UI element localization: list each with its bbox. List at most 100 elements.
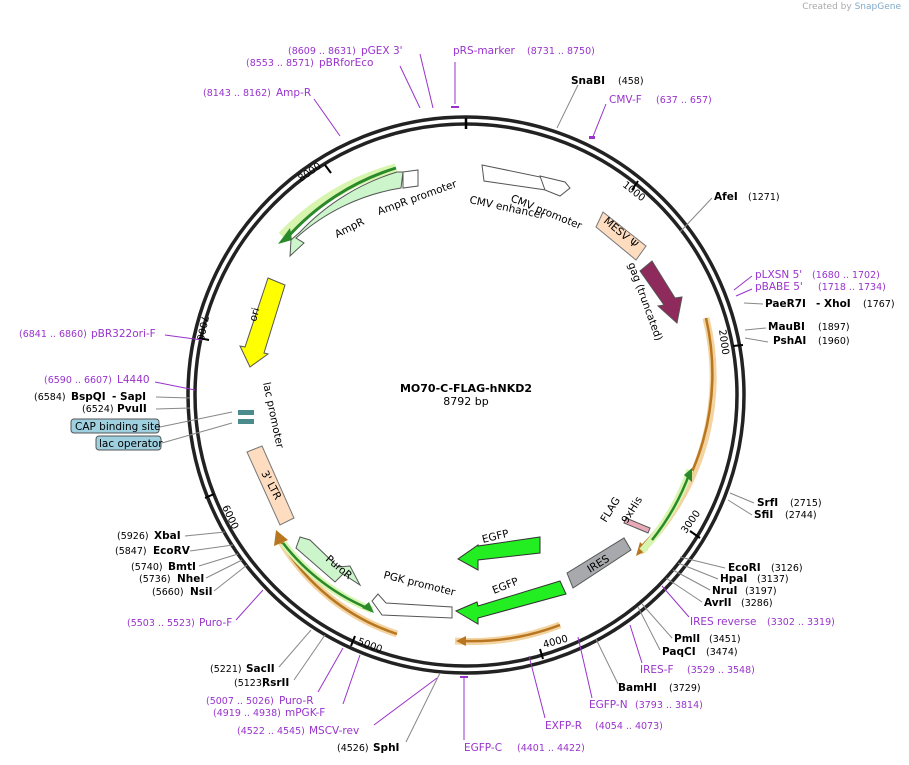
site-maubi-pos: (1897) (818, 322, 850, 333)
primer-labels: pRS-marker (8731 .. 8750) CMV-F (637 .. … (19, 45, 886, 754)
site-sphi: SphI (373, 742, 399, 754)
primer-pbrforeco-range: (8553 .. 8571) (246, 58, 314, 69)
primer-pbabe: pBABE 5' (755, 281, 803, 293)
credit: Created by SnapGene (802, 2, 901, 12)
site-maubi: MauBI (768, 321, 805, 333)
brand-text: SnapGene (854, 2, 901, 12)
site-nrui: NruI (712, 585, 737, 597)
primer-amp-r-range: (8143 .. 8162) (203, 88, 271, 99)
site-hpai-pos: (3137) (757, 574, 789, 585)
site-pmli: PmlI (674, 633, 700, 645)
site-bamhi: BamHI (618, 682, 657, 694)
primer-plxsn: pLXSN 5' (755, 269, 802, 281)
primer-mscv-rev-range: (4522 .. 4545) (237, 726, 305, 737)
site-nrui-pos: (3197) (745, 586, 777, 597)
his-label: 9xHis (619, 494, 645, 525)
egfp1-feature (457, 536, 541, 571)
ampr-feature (289, 171, 404, 258)
site-sphi-pos: (4526) (337, 743, 369, 754)
site-sacii-pos: (5221) (210, 664, 242, 675)
primer-pgex: pGEX 3' (361, 45, 403, 57)
primer-mpgk-f-range: (4919 .. 4938) (213, 708, 281, 719)
site-xhoi: - XhoI (816, 298, 851, 310)
ampr-promoter-feature (402, 169, 419, 189)
ori-feature (239, 277, 286, 368)
ampr-line (284, 166, 397, 240)
puror-line (282, 542, 373, 612)
cap-binding-site-box (70, 418, 160, 434)
primer-puro-r-range: (5007 .. 5026) (206, 696, 274, 707)
site-hpai: HpaI (720, 573, 747, 585)
pgk-label: PGK promoter (382, 569, 457, 599)
primer-exfp-r: EXFP-R (545, 720, 582, 732)
primer-pbabe-range: (1718 .. 1734) (818, 282, 886, 293)
plasmid-name: MO70-C-FLAG-hNKD2 (400, 382, 532, 395)
primer-ires-f-range: (3529 .. 3548) (687, 665, 755, 676)
primer-cmv-f-range: (637 .. 657) (656, 95, 712, 106)
primer-egfp-c-range: (4401 .. 4422) (517, 743, 585, 754)
egfp2-feature (454, 580, 567, 625)
ires-feature (566, 537, 632, 589)
site-sapi: - SapI (112, 391, 146, 403)
primer-puro-f: Puro-F (199, 617, 232, 629)
site-snabi: SnaBI (571, 75, 605, 87)
primer-mpgk-f: mPGK-F (285, 707, 325, 719)
site-ecori: EcoRI (728, 562, 761, 574)
site-ecorv-pos: (5847) (115, 546, 147, 557)
site-bmti-pos: (5740) (131, 562, 163, 573)
orange-arc-1 (276, 538, 399, 638)
lac-operator-mark (238, 419, 254, 424)
site-ecori-pos: (3126) (771, 563, 803, 574)
green-arc-3 (639, 468, 694, 554)
ampr-line-arrow (278, 228, 292, 244)
tick-2000: 2000 (716, 329, 730, 356)
primer-pgex-range: (8609 .. 8631) (288, 46, 356, 57)
site-pvuii-pos: (6524) (82, 404, 114, 415)
gag-feature (639, 260, 683, 324)
primer-ires-reverse: IRES reverse (690, 616, 757, 628)
cap-site-mark (238, 410, 254, 415)
site-xhoi-pos: (1767) (863, 299, 895, 310)
site-srfi: SrfI (757, 497, 778, 509)
site-paqci: PaqCI (662, 646, 696, 658)
site-bamhi-pos: (3729) (669, 683, 701, 694)
green-arrow-3 (684, 468, 692, 482)
site-paqci-pos: (3474) (706, 647, 738, 658)
primer-pbr322ori-f-range: (6841 .. 6860) (19, 329, 87, 340)
egfp2-label: EGFP (491, 575, 521, 596)
orange-arc-3 (637, 317, 717, 555)
primer-pbr322ori-f: pBR322ori-F (91, 328, 156, 340)
site-bspqi: BspQI (71, 391, 106, 403)
site-afei-pos: (1271) (748, 192, 780, 203)
site-rsrii-pos: (5123) (234, 678, 266, 689)
plasmid-size: 8792 bp (443, 395, 488, 408)
flag-his-feature (623, 517, 651, 534)
ltr-feature (246, 445, 295, 526)
cmv-enhancer-feature (481, 164, 547, 191)
site-xbai-pos: (5926) (117, 531, 149, 542)
orange-line-1 (278, 539, 398, 636)
primer-ires-reverse-range: (3302 .. 3319) (767, 617, 835, 628)
tick-7000: 7000 (194, 314, 210, 341)
site-paer7i: PaeR7I (765, 298, 806, 310)
primer-egfp-n-range: (3793 .. 3814) (635, 700, 703, 711)
orange-line-2 (462, 623, 561, 643)
primer-prs-marker: pRS-marker (453, 45, 516, 57)
site-ecorv: EcoRV (153, 545, 191, 557)
lac-operator-box (95, 435, 162, 451)
primer-puro-r: Puro-R (279, 695, 314, 707)
site-pmli-pos: (3451) (709, 634, 741, 645)
primer-exfp-r-range: (4054 .. 4073) (595, 721, 663, 732)
site-labels-right: SnaBI (458) AfeI (1271) PaeR7I - XhoI (1… (337, 75, 895, 754)
site-nhei: NheI (177, 573, 204, 585)
ampr-label: AmpR (333, 216, 366, 241)
site-rsrii: RsrII (262, 677, 289, 689)
puror-feature (295, 536, 362, 587)
site-sfii-pos: (2744) (785, 510, 817, 521)
site-afei: AfeI (714, 191, 738, 203)
credit-text: Created by (802, 2, 852, 12)
site-nsii: NsiI (190, 586, 213, 598)
pgk-feature (371, 593, 453, 619)
primer-prs-marker-range: (8731 .. 8750) (527, 46, 595, 57)
